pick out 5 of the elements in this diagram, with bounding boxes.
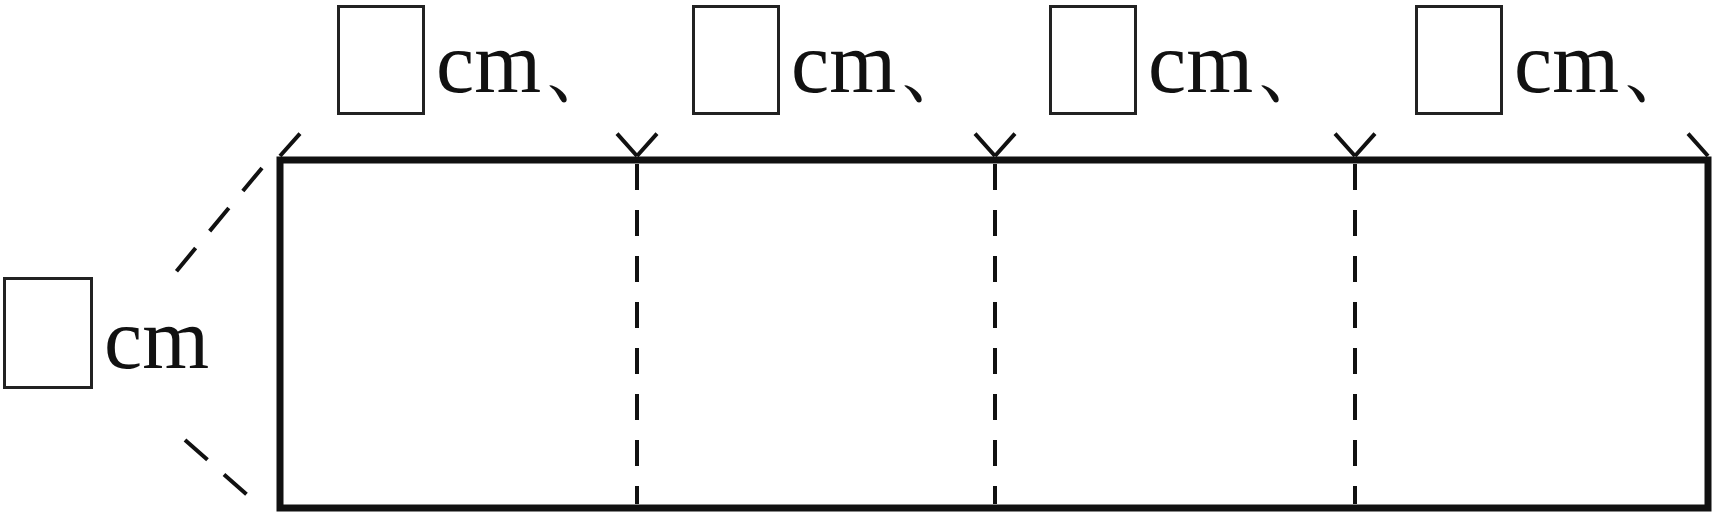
unit-label: cm、 [1514,20,1706,106]
unit-label: cm、 [436,20,628,106]
unit-label: cm、 [791,20,983,106]
unit-label: cm [104,296,210,382]
unit-label: cm、 [1148,20,1340,106]
